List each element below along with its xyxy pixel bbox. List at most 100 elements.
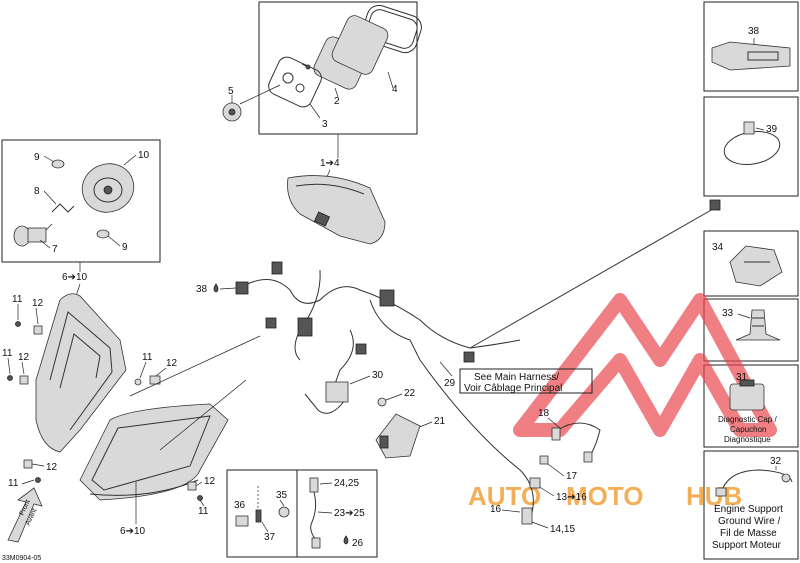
grommet-part xyxy=(19,375,29,385)
callout-6-to-10-top: 6➔10 xyxy=(62,272,88,283)
grommet-part xyxy=(134,378,142,386)
callout-5: 5 xyxy=(228,86,234,97)
wiring-harness xyxy=(235,199,721,521)
grommet-part xyxy=(23,459,33,469)
box-clamp xyxy=(703,96,799,197)
support-wire-line3: Fil de Masse xyxy=(720,528,777,539)
sealant-tube-part xyxy=(711,41,791,71)
callout-1-to-4: 1➔4 xyxy=(320,158,340,169)
callout-17: 17 xyxy=(566,471,578,482)
support-wire-line2: Ground Wire / xyxy=(718,516,780,527)
callout-6-to-10-bottom: 6➔10 xyxy=(120,526,146,537)
screw-part xyxy=(301,63,311,70)
callout-37: 37 xyxy=(264,532,276,543)
diag-cap-line3: Diagnostique xyxy=(724,435,771,444)
screw-part xyxy=(7,375,13,381)
callout-12-d: 12 xyxy=(46,462,58,473)
harness-note-box xyxy=(459,368,593,394)
callout-11-c: 11 xyxy=(142,352,153,363)
callout-7: 7 xyxy=(52,244,58,255)
callout-18: 18 xyxy=(538,408,550,419)
callout-13-to-16: 13➔16 xyxy=(556,492,587,503)
callout-38: 38 xyxy=(748,26,760,37)
fuse-holder-part xyxy=(235,515,249,527)
sensor-part xyxy=(529,477,541,489)
callout-10-top: 10 xyxy=(138,150,150,161)
callout-8: 8 xyxy=(34,186,40,197)
screw-part xyxy=(197,495,203,501)
box-sealant xyxy=(703,1,799,92)
box-diagnostic-cap xyxy=(703,364,799,448)
watermark-hub: HUB xyxy=(686,481,742,511)
callout-34: 34 xyxy=(712,242,724,253)
nut-part xyxy=(377,397,387,407)
callout-23-to-25: 23➔25 xyxy=(334,508,365,519)
left-headlight-housing xyxy=(35,293,127,453)
spring-cable-part xyxy=(551,422,601,463)
box-ground-wire xyxy=(703,450,799,560)
callout-26: 26 xyxy=(352,538,364,549)
callout-9-bottom: 9 xyxy=(122,242,128,253)
bulb-socket-part xyxy=(51,159,110,239)
callout-11-e: 11 xyxy=(198,506,209,517)
callout-11-b: 11 xyxy=(2,348,13,359)
callout-12-e: 12 xyxy=(204,476,216,487)
diagnostic-cap-part xyxy=(729,379,765,411)
relay-part xyxy=(325,381,349,403)
callout-29: 29 xyxy=(444,378,456,389)
gauge-cluster-part xyxy=(313,15,389,90)
screw-part xyxy=(35,477,41,483)
box-headlight-bulbs xyxy=(1,139,161,263)
headlight-reflector-part xyxy=(81,163,135,213)
callout-38-harness: 38 xyxy=(196,284,208,295)
grommet-part xyxy=(187,481,197,491)
spring-clip-part xyxy=(51,203,75,213)
fuse-part xyxy=(255,509,262,523)
callout-11-d: 11 xyxy=(8,478,19,489)
callout-39: 39 xyxy=(766,124,778,135)
connector-part xyxy=(539,455,549,465)
sealant-drop-icon xyxy=(343,535,349,545)
support-wire-line4: Support Moteur xyxy=(712,540,782,551)
fuse-cap-part xyxy=(278,506,290,518)
knob-part xyxy=(222,102,242,122)
callout-31: 31 xyxy=(736,372,748,383)
harness-note-line1: See Main Harness/ xyxy=(474,372,559,383)
speed-sensor-part xyxy=(521,507,533,525)
callout-3: 3 xyxy=(322,119,328,130)
callout-35: 35 xyxy=(276,490,288,501)
temperature-sensor-part xyxy=(309,477,321,549)
box-clip xyxy=(703,230,799,297)
callout-36: 36 xyxy=(234,500,246,511)
callout-9-top: 9 xyxy=(34,152,40,163)
support-wire-line1: Engine Support xyxy=(714,504,783,515)
watermark-moto: MOTO xyxy=(566,481,644,511)
push-clip-part xyxy=(729,245,783,287)
screw-part xyxy=(15,321,21,327)
gauge-lens-part xyxy=(268,56,322,108)
drawing-number: 33M0904-05 xyxy=(2,555,41,562)
control-module-part xyxy=(375,413,421,459)
callout-2: 2 xyxy=(334,96,340,107)
cable-clamp-part xyxy=(723,121,781,165)
front-direction-arrow: Front Avant xyxy=(7,487,43,543)
box-rivet xyxy=(703,298,799,362)
grommet-part xyxy=(33,325,43,335)
instrument-cluster-part xyxy=(287,175,386,245)
callout-32: 32 xyxy=(770,456,782,467)
callout-4: 4 xyxy=(392,84,398,95)
callout-11-a: 11 xyxy=(12,294,23,305)
watermark-auto: AUTO xyxy=(468,481,541,511)
ground-wire-part xyxy=(715,469,793,497)
sealant-drop-icon xyxy=(213,283,219,293)
callout-33: 33 xyxy=(722,308,734,319)
callout-12-b: 12 xyxy=(18,352,30,363)
watermark-logo: AUTO MOTO HUB xyxy=(468,293,777,511)
right-headlight-assembly xyxy=(79,403,229,501)
callout-22: 22 xyxy=(404,388,416,399)
callout-14-15: 14,15 xyxy=(550,524,575,535)
diag-cap-line2: Capuchon xyxy=(730,425,766,434)
h4-bulb-part xyxy=(13,223,53,247)
box-sensor-parts xyxy=(296,469,378,558)
